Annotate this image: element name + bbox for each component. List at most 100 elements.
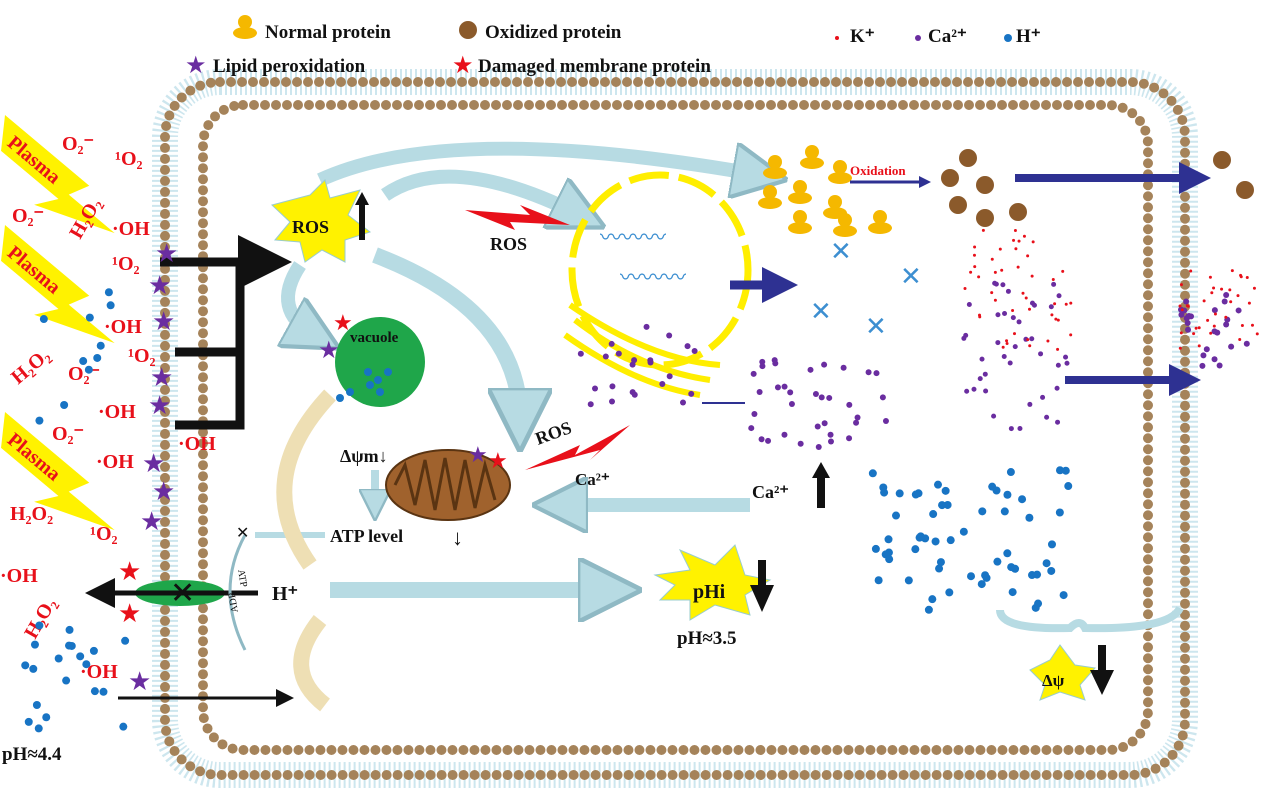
ion-dot xyxy=(1228,343,1235,350)
ion-dot xyxy=(99,687,108,696)
ion-dot xyxy=(884,535,893,544)
legend-oxidized-protein: Oxidized protein xyxy=(485,22,622,43)
vacuole: vacuole ★ ★ xyxy=(318,310,425,407)
broken-dna-icons: ✕✕✕✕ xyxy=(810,237,922,341)
ion-dot xyxy=(821,361,828,368)
ion-dot xyxy=(931,537,940,546)
legend-k: K⁺ xyxy=(850,26,875,47)
ion-dot xyxy=(1180,308,1184,312)
svg-text:pHi: pHi xyxy=(693,581,726,603)
ion-dot xyxy=(1005,288,1011,294)
h-plus-label: H⁺ xyxy=(272,583,298,605)
ion-dot xyxy=(1010,315,1016,321)
ion-dot xyxy=(1211,356,1218,363)
ion-dot xyxy=(891,511,900,520)
ion-dot xyxy=(85,313,94,322)
ion-dot xyxy=(84,365,93,374)
ion-dot xyxy=(1185,304,1189,308)
normal-protein-icon xyxy=(758,185,782,209)
ion-dot xyxy=(119,722,128,731)
ion-dot xyxy=(993,270,997,274)
ion-dot xyxy=(1046,339,1050,343)
ion-dot xyxy=(1040,394,1046,400)
ion-dot xyxy=(1034,599,1043,608)
ion-dot xyxy=(1178,304,1182,308)
svg-text:★: ★ xyxy=(118,599,141,628)
ion-dot xyxy=(991,413,997,419)
ion-dot xyxy=(821,420,828,427)
ion-dot xyxy=(938,501,947,510)
ion-dot xyxy=(973,245,977,249)
ion-dot xyxy=(1018,495,1027,504)
ion-dot xyxy=(1063,354,1069,360)
ion-dot xyxy=(1243,340,1250,347)
ion-dot xyxy=(89,646,98,655)
ion-dot xyxy=(781,431,788,438)
ion-dot xyxy=(1012,344,1018,350)
ion-dot xyxy=(609,383,616,390)
oxidized-protein-icon xyxy=(959,149,977,167)
ion-dot xyxy=(1206,318,1210,322)
ion-dot xyxy=(1014,247,1018,251)
ion-dot xyxy=(928,595,937,604)
ca-label: Ca²⁺ xyxy=(575,470,610,489)
ion-dot xyxy=(1007,360,1013,366)
ion-dot xyxy=(865,369,872,376)
oxidized-protein-icon xyxy=(941,169,959,187)
normal-protein-icon xyxy=(868,210,892,234)
ion-dot xyxy=(90,687,99,696)
oxidized-proteins xyxy=(941,149,1254,227)
ion-dot xyxy=(1230,269,1234,273)
ion-dot xyxy=(39,315,48,324)
ion-dot xyxy=(873,370,880,377)
svg-text:★: ★ xyxy=(128,667,151,696)
vacuole-arrows xyxy=(276,389,336,712)
ion-dot xyxy=(868,469,877,478)
ion-dot xyxy=(774,384,781,391)
ion-dot xyxy=(879,394,886,401)
ion-dot xyxy=(587,401,594,408)
ion-dot xyxy=(981,571,990,580)
ion-dot xyxy=(1012,332,1016,336)
ion-dot xyxy=(827,431,834,438)
ion-dot xyxy=(1030,274,1034,278)
ion-dot xyxy=(54,654,63,663)
ion-dot xyxy=(853,419,860,426)
normal-protein-icon xyxy=(828,160,852,184)
ion-dot xyxy=(1031,240,1035,244)
brace xyxy=(996,605,1184,633)
svg-text:★: ★ xyxy=(148,271,171,300)
svg-text:★: ★ xyxy=(142,449,165,478)
svg-text:✕: ✕ xyxy=(900,262,922,291)
normal-protein-icon xyxy=(763,155,787,179)
svg-text:H₂O₂: H₂O₂ xyxy=(20,594,61,642)
svg-text:ROS: ROS xyxy=(292,217,329,237)
ion-dot xyxy=(1016,265,1020,269)
ion-dot xyxy=(82,660,91,669)
ion-dot xyxy=(961,335,967,341)
signal-arrows xyxy=(255,141,760,590)
ion-dot xyxy=(751,411,758,418)
ion-dot xyxy=(979,356,985,362)
ion-dot xyxy=(904,576,913,585)
legend-damaged-membrane-protein: Damaged membrane protein xyxy=(478,56,711,77)
ion-dot xyxy=(1185,313,1192,320)
ion-dot xyxy=(1028,344,1032,348)
svg-text:·OH: ·OH xyxy=(0,565,38,587)
ion-dot xyxy=(121,636,130,645)
ion-dot xyxy=(106,301,115,310)
svg-text:¹O₂: ¹O₂ xyxy=(112,253,140,275)
ion-dot xyxy=(592,385,599,392)
svg-text:★: ★ xyxy=(468,442,488,467)
intracellular-ions xyxy=(748,228,1259,614)
ion-dot xyxy=(1042,559,1051,568)
ion-dot xyxy=(1199,362,1206,369)
ion-dot xyxy=(990,257,994,261)
ion-dot xyxy=(758,436,765,443)
ion-dot xyxy=(1024,296,1028,300)
atp-level: ATP level xyxy=(330,526,403,546)
ion-dot xyxy=(32,701,41,710)
ion-dot xyxy=(1235,307,1242,314)
ion-dot xyxy=(1055,508,1064,517)
